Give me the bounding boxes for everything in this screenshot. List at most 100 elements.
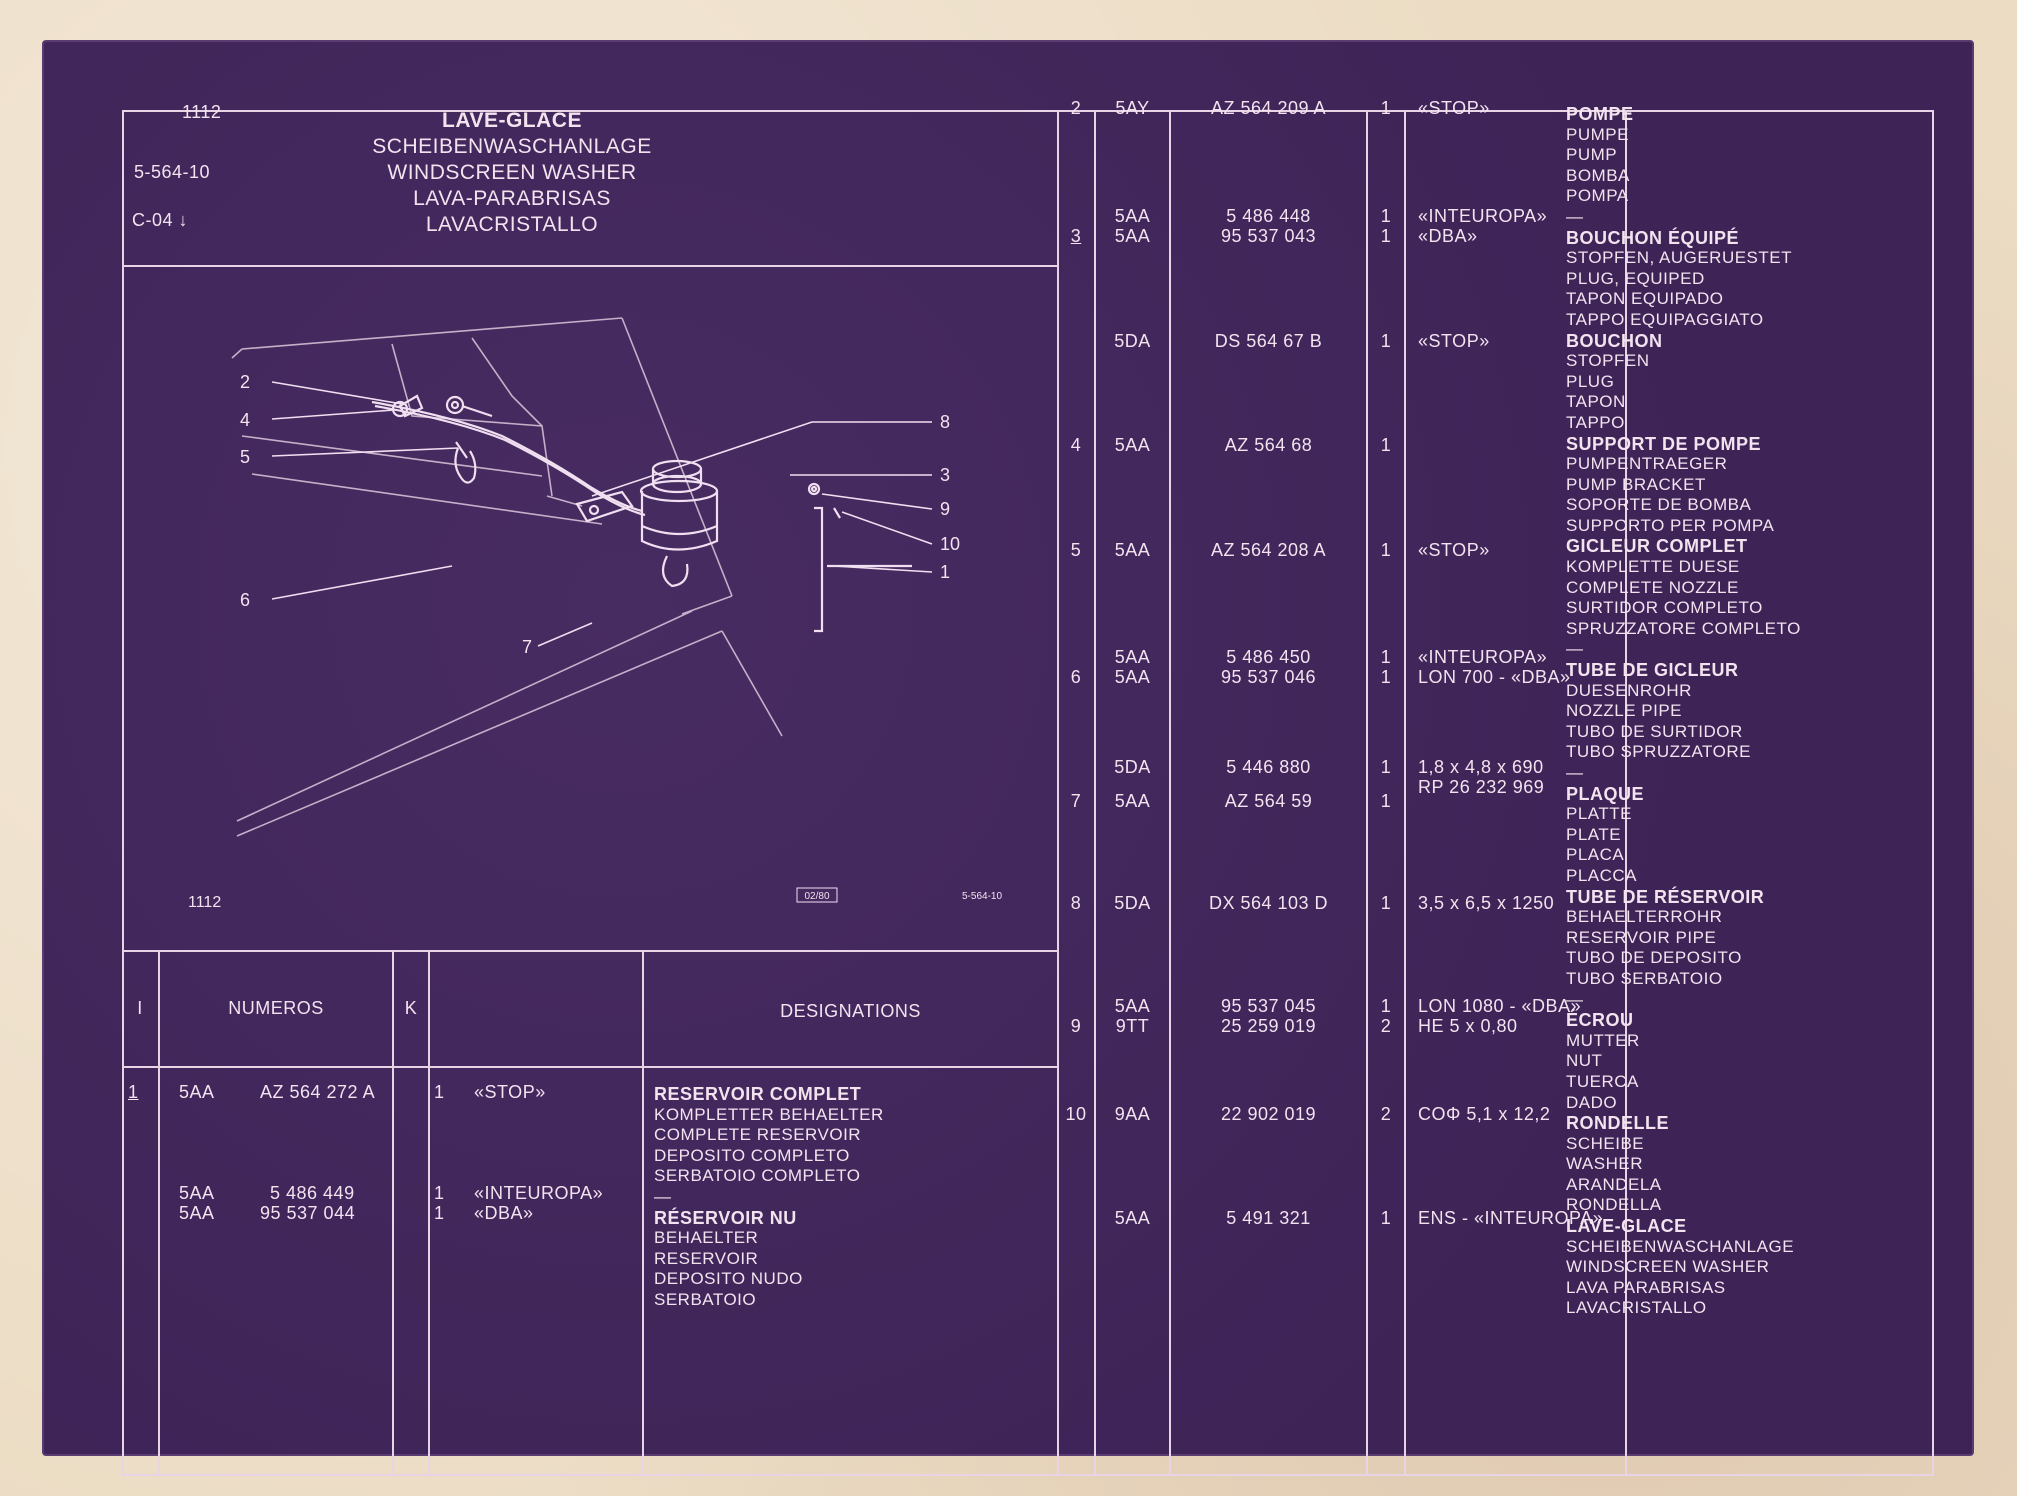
row-part-number: AZ 564 59 [1224, 791, 1313, 811]
title-fr: LAVE-GLACE [442, 109, 582, 132]
callout-4: 4 [240, 410, 250, 430]
designation-line: SCHEIBENWASCHANLAGE [1566, 1236, 1795, 1256]
row-item: 3 [1070, 226, 1082, 246]
row-prefix: 5AA [179, 1203, 215, 1223]
row-note: RP 26 232 969 [1418, 777, 1545, 797]
callout-1: 1 [940, 562, 950, 582]
title-en: WINDSCREEN WASHER [387, 161, 637, 184]
col-header-numeros: NUMEROS [228, 998, 324, 1018]
designation-line: TUBO SERBATOIO [1566, 968, 1723, 988]
row-note: HE 5 x 0,80 [1418, 1016, 1518, 1036]
row-prefix: 5DA [1114, 331, 1151, 351]
row-note: ENS - «INTEUROPA» [1418, 1208, 1604, 1228]
row-prefix: 5AA [1114, 206, 1151, 226]
row-qty: 1 [1380, 647, 1392, 667]
row-qty: 1 [434, 1082, 445, 1102]
section-code: 1112 [182, 102, 222, 122]
designation-line: — [654, 1186, 672, 1206]
row-qty: 1 [1380, 996, 1392, 1016]
col-line [1625, 110, 1627, 1476]
row-part-number: AZ 564 209 A [1210, 98, 1327, 118]
row-qty: 1 [1380, 206, 1392, 226]
row-qty: 1 [1380, 667, 1392, 687]
row-qty: 1 [1380, 757, 1392, 777]
designation-heading: RÉSERVOIR NU [654, 1207, 797, 1228]
row-prefix: 5AA [1114, 647, 1151, 667]
designation-line: TAPON EQUIPADO [1566, 289, 1724, 309]
designation-line: — [1566, 639, 1584, 659]
title-de: SCHEIBENWASCHANLAGE [372, 135, 652, 158]
header-divider [122, 265, 1057, 267]
designation-line: PLACCA [1566, 865, 1638, 885]
designation-line: STOPFEN, AUGERUESTET [1566, 248, 1793, 268]
row-part-number: 5 486 449 [270, 1183, 355, 1203]
parts-sheet [122, 110, 1934, 1476]
designation-heading: RONDELLE [1566, 1113, 1669, 1134]
row-qty: 1 [1380, 98, 1392, 118]
row-qty: 2 [1380, 1016, 1392, 1036]
designation-line: PUMPENTRAEGER [1566, 454, 1728, 474]
col-header-i: I [137, 998, 143, 1018]
callout-5: 5 [240, 447, 250, 467]
row-qty: 1 [434, 1183, 445, 1203]
designation-heading: TUBE DE RÉSERVOIR [1566, 886, 1765, 907]
callout-7: 7 [522, 637, 532, 657]
row-note: «DBA» [474, 1203, 534, 1223]
row-item: 4 [1070, 435, 1082, 455]
row-note: «STOP» [1418, 331, 1490, 351]
title-es: LAVA-PARABRISAS [413, 187, 611, 210]
row-qty: 2 [1380, 1104, 1392, 1124]
designation-line: BOMBA [1566, 165, 1630, 185]
row-part-number: AZ 564 68 [1224, 435, 1313, 455]
designation-line: STOPFEN [1566, 351, 1650, 371]
callout-6: 6 [240, 590, 250, 610]
designation-line: PLUG [1566, 371, 1615, 391]
row-note: «STOP» [474, 1082, 546, 1102]
row-qty: 1 [1380, 791, 1392, 811]
row-prefix: 5AA [1114, 791, 1151, 811]
diagram-date: 02/80 [804, 891, 829, 902]
row-qty: 1 [1380, 435, 1392, 455]
row-prefix: 9AA [1114, 1104, 1151, 1124]
callout-10: 10 [940, 534, 960, 554]
row-part-number: 25 259 019 [1220, 1016, 1317, 1036]
designation-line: — [1566, 206, 1584, 226]
col-line [1366, 110, 1368, 1476]
row-item: 7 [1070, 791, 1082, 811]
designation-line: COMPLETE NOZZLE [1566, 577, 1739, 597]
designation-line: DEPOSITO COMPLETO [654, 1145, 850, 1165]
designation-line: SOPORTE DE BOMBA [1566, 495, 1752, 515]
designation-line: TUBO DE SURTIDOR [1566, 721, 1743, 741]
callout-8: 8 [940, 412, 950, 432]
center-divider [1057, 110, 1059, 1476]
row-part-number: 5 491 321 [1226, 1208, 1311, 1228]
designation-line: PUMP BRACKET [1566, 474, 1706, 494]
designation-line: LAVA PARABRISAS [1566, 1277, 1726, 1297]
col-line [158, 950, 160, 1476]
row-prefix: 5AY [1115, 98, 1150, 118]
designation-line: ARANDELA [1566, 1174, 1662, 1194]
row-item: 9 [1070, 1016, 1082, 1036]
designation-line: COMPLETE RESERVOIR [654, 1125, 862, 1145]
row-note: 3,5 x 6,5 x 1250 [1418, 893, 1555, 913]
designation-line: TAPON [1566, 392, 1626, 412]
designation-line: NOZZLE PIPE [1566, 701, 1683, 721]
col-line [642, 950, 644, 1476]
row-prefix: 5AA [1114, 540, 1151, 560]
designation-line: PLATE [1566, 824, 1622, 844]
row-prefix: 5AA [1114, 226, 1151, 246]
diagram-footer-code: 1112 [188, 894, 221, 911]
row-part-number: 95 537 044 [260, 1203, 356, 1223]
row-note: «INTEUROPA» [474, 1183, 604, 1203]
row-note: LON 700 - «DBA» [1418, 667, 1571, 687]
designation-line: TUBO SPRUZZATORE [1566, 742, 1751, 762]
row-qty: 1 [1380, 893, 1392, 913]
designation-heading: BOUCHON ÉQUIPÉ [1566, 227, 1740, 248]
designation-line: LAVACRISTALLO [1566, 1298, 1707, 1318]
row-item: 5 [1070, 540, 1082, 560]
row-note: «STOP» [1418, 98, 1490, 118]
row-prefix: 5AA [179, 1183, 215, 1203]
designation-line: BEHAELTER [654, 1228, 759, 1248]
designation-line: SURTIDOR COMPLETO [1566, 598, 1763, 618]
